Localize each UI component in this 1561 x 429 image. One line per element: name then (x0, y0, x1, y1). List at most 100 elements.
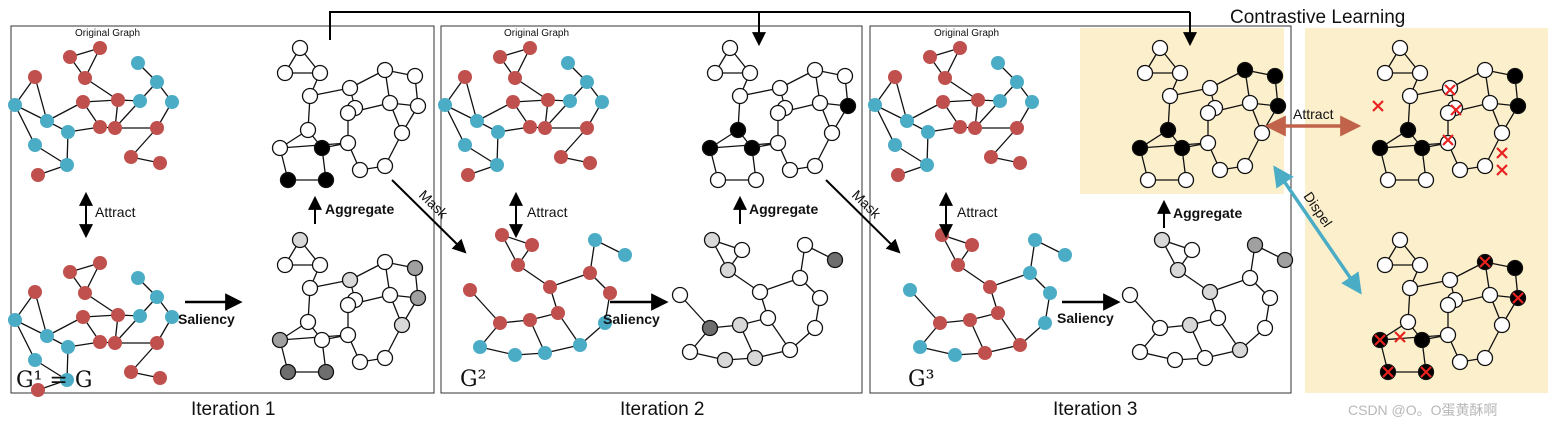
graph-node (1231, 341, 1249, 359)
graph-edge (1379, 142, 1449, 149)
graph-node (1493, 316, 1511, 334)
graph-node (1177, 171, 1195, 189)
graph-edge (469, 289, 501, 324)
graph-node (1376, 64, 1394, 82)
graph-node (1209, 309, 1227, 327)
graph-node (61, 125, 75, 139)
graph-node (1038, 316, 1052, 330)
graph-node (671, 286, 689, 304)
graph-node (554, 150, 568, 164)
graph-node (1417, 171, 1435, 189)
graph-node (538, 121, 552, 135)
graph-node (458, 70, 472, 84)
graph-node (133, 94, 147, 108)
graph-node (291, 231, 309, 249)
graph-node (495, 228, 509, 242)
graph-node (716, 351, 734, 369)
graph-node (703, 231, 721, 249)
original-graph-1 (8, 41, 179, 182)
aggregate-label-2: Aggregate (749, 201, 818, 217)
graph-node (131, 56, 145, 70)
graph-node (1506, 67, 1524, 85)
graph-node (806, 319, 824, 337)
graph-node (1010, 75, 1024, 89)
graph-node (796, 236, 814, 254)
mask-arrow-1 (391, 179, 467, 254)
graph-edge (14, 319, 36, 361)
graph-node (438, 98, 452, 112)
graph-node (1201, 283, 1219, 301)
graph-node (1043, 286, 1057, 300)
graph-node (751, 283, 769, 301)
original-graph-2 (438, 41, 609, 182)
graph-node (1439, 326, 1457, 344)
graph-node (1269, 97, 1287, 115)
graph-node (1159, 121, 1177, 139)
graph-edge (874, 104, 896, 146)
graph-node (31, 168, 45, 182)
graph-node (1151, 319, 1169, 337)
cross-mark (1382, 366, 1394, 378)
graph-node (506, 95, 520, 109)
graph-node (1199, 134, 1217, 152)
graph-node (1476, 349, 1494, 367)
graph-node (971, 93, 985, 107)
graph-node (376, 253, 394, 271)
graph-node (1023, 266, 1037, 280)
graph-node (951, 258, 965, 272)
graph-node (341, 79, 359, 97)
original-graph-label-3: Original Graph (934, 28, 999, 39)
graph-node (1151, 39, 1169, 57)
graph-edge (279, 142, 349, 149)
graph-node (111, 308, 125, 322)
graph-node (93, 120, 107, 134)
graph-node (771, 79, 789, 97)
original-graph-label-1: Original Graph (75, 28, 140, 39)
graph-node (1256, 319, 1274, 337)
graph-node (150, 336, 164, 350)
graph-node (1139, 171, 1157, 189)
graph-node (731, 316, 749, 334)
cross-mark (1394, 331, 1406, 343)
graph-edge (279, 334, 349, 341)
graph-node (836, 67, 854, 85)
graph-edge (1139, 142, 1209, 149)
graph-node (1261, 289, 1279, 307)
iteration-3-label: Iteration 3 (1053, 399, 1138, 420)
graphs-layer (8, 39, 1527, 397)
graph-node (493, 316, 507, 330)
graph-node (573, 338, 587, 352)
graph-node (406, 259, 424, 277)
output-graph-1 (271, 39, 427, 189)
graph-node (1131, 139, 1149, 157)
graph-node (965, 238, 979, 252)
graph-node (108, 336, 122, 350)
mask-arrow-2 (825, 179, 901, 254)
graph-node (491, 125, 505, 139)
saliency-label-2: Saliency (603, 311, 660, 327)
graph-node (991, 56, 1005, 70)
graph-node (409, 289, 427, 307)
saliency-graph-3 (1121, 231, 1294, 369)
graph-node (1509, 97, 1527, 115)
graph-node (811, 94, 829, 112)
graph-node (1121, 286, 1139, 304)
aggregate-label-3: Aggregate (1173, 205, 1242, 221)
graph-node (1439, 134, 1457, 152)
graph-node (1399, 313, 1417, 331)
graph-node (40, 114, 54, 128)
negative-pair-graph (1371, 231, 1527, 381)
cross-mark (1442, 134, 1454, 146)
graph-node (1166, 351, 1184, 369)
graph-node (523, 120, 537, 134)
graph-node (1439, 296, 1457, 314)
graph-node (580, 75, 594, 89)
attract-contrast-label: Attract (1293, 106, 1334, 122)
graph-node (938, 71, 952, 85)
graph-node (741, 64, 759, 82)
graph-node (1236, 61, 1254, 79)
graph-node (1481, 286, 1499, 304)
graph-node (28, 138, 42, 152)
graph-node (993, 94, 1007, 108)
graph-node (538, 346, 552, 360)
